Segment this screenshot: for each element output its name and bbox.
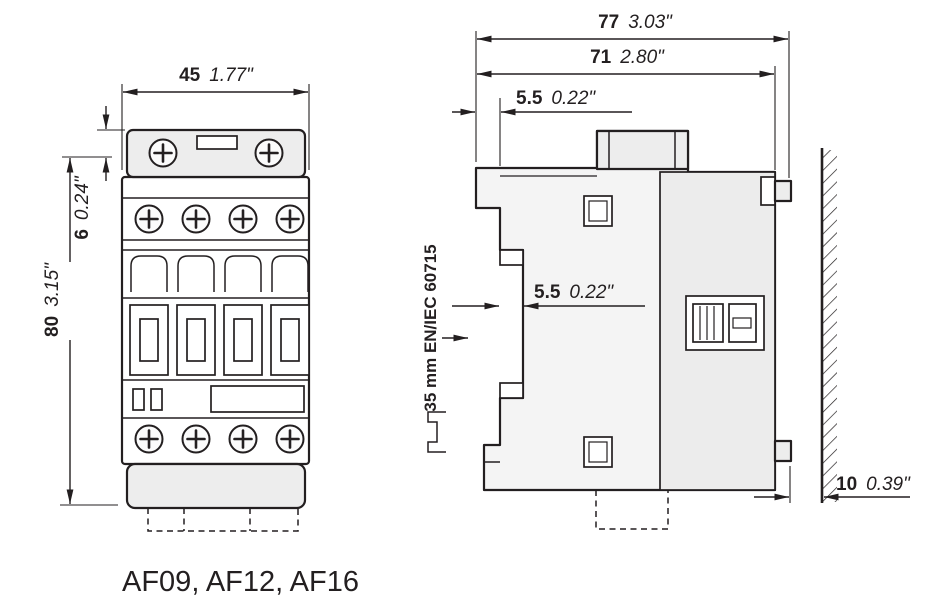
plate-screw-icon	[254, 138, 284, 168]
plate-screw-icon	[148, 138, 178, 168]
terminal-screw-icon	[275, 424, 305, 454]
terminal-screw-icon	[134, 424, 164, 454]
front-body-lines	[122, 197, 309, 419]
dim-front-height: 803.15"	[42, 158, 118, 506]
contact-window	[129, 304, 169, 376]
terminal-screw-icon	[181, 424, 211, 454]
dim-front-tab: 60.24"	[62, 106, 125, 240]
rail-jaw-upper	[499, 249, 524, 266]
screw-access-bottom	[583, 436, 613, 468]
terminal-screw-icon	[275, 204, 305, 234]
din-clip-dashed-outline	[147, 508, 299, 532]
din-rail-symbol-icon	[427, 411, 446, 453]
wall-tab-bottom	[773, 439, 793, 463]
label-plate	[210, 385, 305, 413]
mounting-wall	[820, 148, 837, 503]
contact-window	[176, 304, 216, 376]
dim-front-tab-label: 60.24"	[72, 175, 93, 240]
housing-latch	[760, 176, 776, 206]
rail-clip-lower	[499, 382, 524, 399]
rail-standard: 35 mm EN/IEC 60715	[421, 244, 468, 453]
terminal-screw-icon	[134, 204, 164, 234]
contact-window	[223, 304, 263, 376]
wall-hatch	[823, 150, 837, 502]
front-view	[120, 128, 311, 532]
front-bottom-plate	[125, 462, 307, 510]
marking-block	[132, 388, 145, 411]
side-view	[474, 129, 793, 530]
plate-notch	[196, 135, 238, 150]
terminal-screw-icon	[181, 204, 211, 234]
terminal-screw-icon	[228, 424, 258, 454]
screw-access-top	[583, 195, 613, 227]
rail-standard-label: 35 mm EN/IEC 60715	[421, 244, 440, 411]
accessory-dashed-outline	[595, 490, 669, 530]
side-top-block	[595, 129, 690, 171]
wall-tab-top	[773, 179, 793, 203]
coil-terminal-clamp	[685, 295, 765, 351]
terminal-screw-icon	[228, 204, 258, 234]
marking-block	[150, 388, 163, 411]
product-caption: AF09, AF12, AF16	[122, 566, 359, 598]
contact-window	[270, 304, 310, 376]
dim-front-height-label: 803.15"	[42, 262, 63, 337]
